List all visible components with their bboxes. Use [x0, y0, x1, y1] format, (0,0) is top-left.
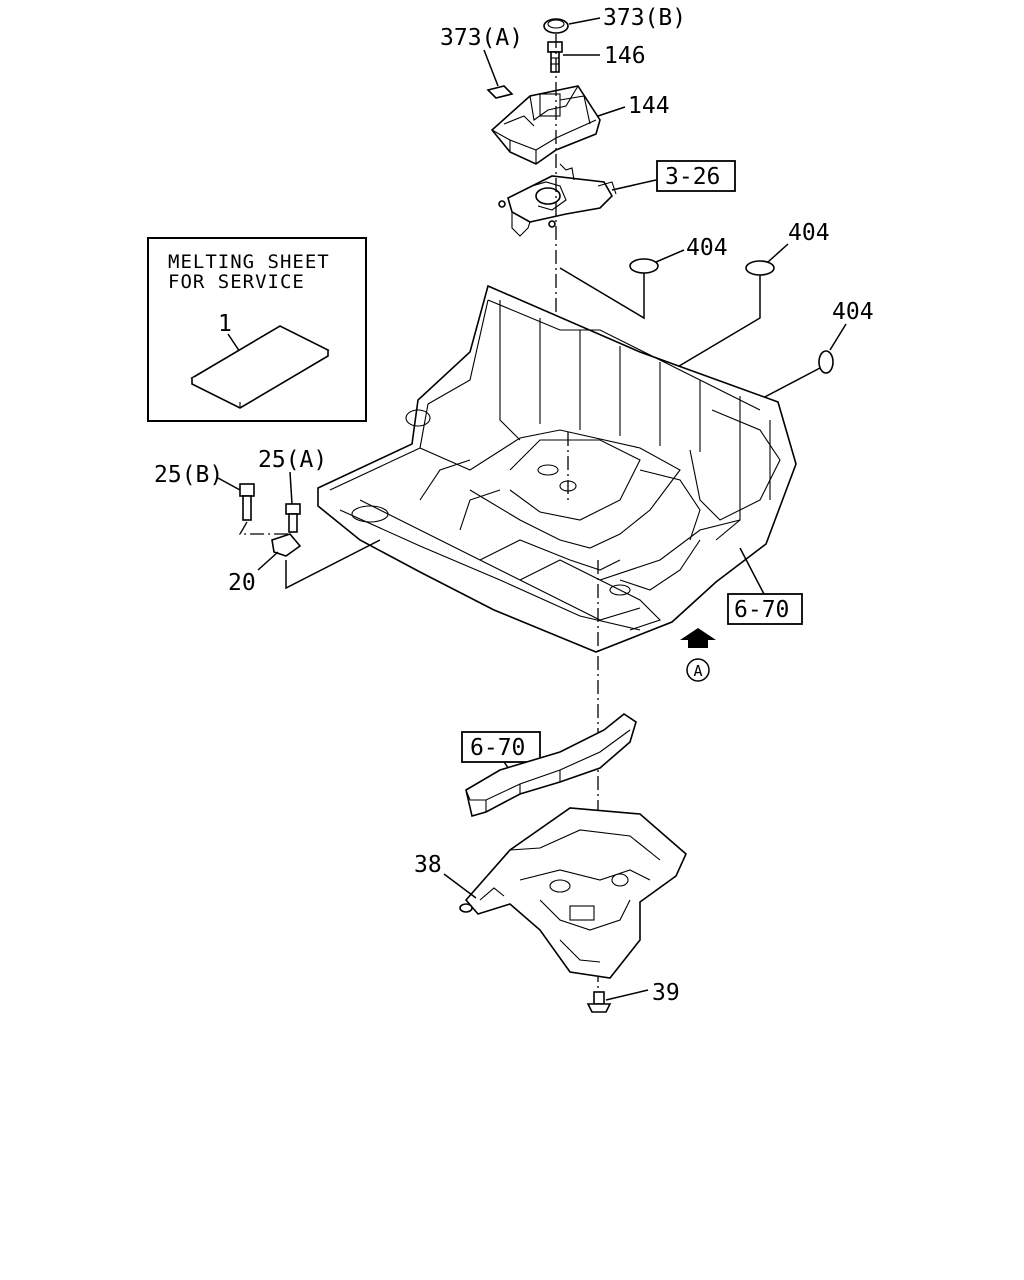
callout-144: 144 — [628, 93, 670, 119]
note-line-2: FOR SERVICE — [168, 271, 305, 293]
melting-sheet-part — [190, 325, 330, 409]
tunnel-cover — [459, 807, 687, 979]
crossmember-6-70: 6-70 — [461, 713, 637, 818]
console-144: 144 — [490, 85, 670, 165]
callout-25a: 25(A) — [258, 447, 327, 473]
pad-373a: 373(A) — [440, 25, 523, 99]
console-cap-373b: 373(B) — [543, 5, 686, 34]
nut-20: 20 — [228, 533, 381, 596]
callout-6-70-a: 6-70 — [734, 597, 789, 623]
callout-404-a: 404 — [686, 235, 728, 261]
bolt-39: 39 — [586, 980, 680, 1013]
callout-20: 20 — [228, 570, 256, 596]
callout-373a: 373(A) — [440, 25, 523, 51]
view-marker-a: A — [693, 662, 702, 680]
callout-39: 39 — [652, 980, 680, 1006]
bolt-146: 146 — [547, 41, 646, 73]
callout-6-70-b: 6-70 — [470, 735, 525, 761]
callout-373b: 373(B) — [603, 5, 686, 31]
callout-25b: 25(B) — [154, 462, 223, 488]
callout-146: 146 — [604, 43, 646, 69]
floor-panel — [317, 284, 797, 653]
callout-38: 38 — [414, 852, 442, 878]
note-line-1: MELTING SHEET — [168, 251, 330, 273]
ref-6-70-floor: 6-70 — [727, 547, 803, 625]
melting-sheet-note: MELTING SHEET FOR SERVICE 1 — [147, 237, 367, 422]
bolt-25b: 25(B) — [154, 462, 255, 521]
callout-1: 1 — [218, 311, 232, 337]
bolt-25a: 25(A) — [258, 447, 327, 533]
callout-404-b: 404 — [788, 220, 830, 246]
callout-404-c: 404 — [832, 299, 874, 325]
plug-404-c: 404 — [739, 299, 874, 411]
bracket-3-26: 3-26 — [498, 160, 736, 237]
plug-404-a: 404 — [559, 235, 728, 320]
callout-3-26: 3-26 — [665, 164, 720, 190]
view-arrow-a: A — [680, 628, 716, 682]
part-38: 38 — [414, 852, 477, 899]
